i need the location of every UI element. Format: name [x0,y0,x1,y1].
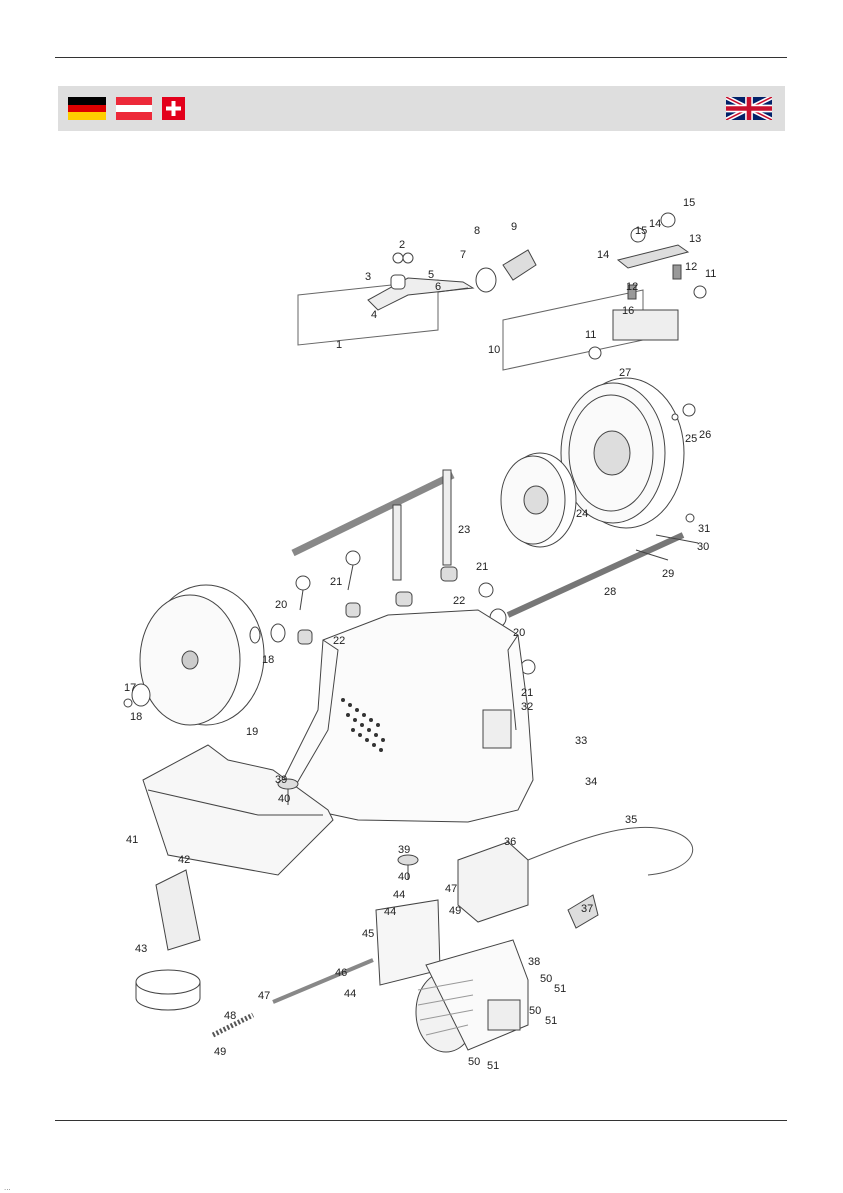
part-number: 39 [275,774,287,786]
part-number: 33 [575,735,587,747]
part-number: 7 [460,249,466,261]
part-number: 50 [468,1056,480,1068]
part-number: 26 [699,429,711,441]
part-number: 23 [458,524,470,536]
part-number: 46 [335,967,347,979]
part-number: 48 [224,1010,236,1022]
part-number: 20 [513,627,525,639]
part-number: 2 [399,239,405,251]
part-number: 44 [384,906,396,918]
part-number: 29 [662,568,674,580]
switzerland-flag-icon[interactable] [162,97,185,120]
part-number: 12 [685,261,697,273]
part-number: 15 [635,225,647,237]
part-number: 22 [453,595,465,607]
united-kingdom-flag-icon[interactable] [726,97,772,120]
part-number: 40 [398,871,410,883]
part-number: 51 [545,1015,557,1027]
part-number: 41 [126,834,138,846]
part-number: 50 [529,1005,541,1017]
part-number: 31 [698,523,710,535]
part-number: 25 [685,433,697,445]
part-number: 4 [371,309,377,321]
germany-flag-icon[interactable] [68,97,106,120]
part-number: 6 [435,281,441,293]
part-number: 47 [445,883,457,895]
part-number: 11 [705,268,716,280]
part-number: 22 [333,635,345,647]
top-rule [55,57,787,58]
part-number: 1 [336,339,342,351]
part-number: 30 [697,541,709,553]
part-number: 11 [585,329,596,341]
part-number: 36 [504,836,516,848]
part-number: 49 [214,1046,226,1058]
part-number: 13 [689,233,701,245]
part-number: 27 [619,367,631,379]
part-number: 28 [604,586,616,598]
language-flag-bar [58,86,785,131]
part-number: 19 [246,726,258,738]
part-number: 21 [521,687,533,699]
austria-flag-icon[interactable] [116,97,152,120]
bottom-rule [55,1120,787,1121]
part-number: 44 [344,988,356,1000]
part-number: 12 [626,281,638,293]
part-number: 10 [488,344,500,356]
part-number: 18 [130,711,142,723]
part-number: 21 [476,561,488,573]
part-number: 3 [365,271,371,283]
part-number: 47 [258,990,270,1002]
part-number: 44 [393,889,405,901]
part-number: 37 [581,903,593,915]
part-number: 40 [278,793,290,805]
part-number: 38 [528,956,540,968]
part-number: 50 [540,973,552,985]
part-number: 15 [683,197,695,209]
part-number: 43 [135,943,147,955]
exploded-parts-diagram: 1 2 3 4 5 6 7 8 9 10 11 11 12 12 13 14 1… [108,170,748,1090]
part-number: 8 [474,225,480,237]
part-number: 17 [124,682,136,694]
part-number: 5 [428,269,434,281]
part-number: 49 [449,905,461,917]
part-number: 21 [330,576,342,588]
part-number: 24 [576,508,588,520]
part-number: 9 [511,221,517,233]
parts-drawing: 1 2 3 4 5 6 7 8 9 10 11 11 12 12 13 14 1… [108,170,748,1090]
part-number: 35 [625,814,637,826]
footer-text: ... [4,1183,11,1192]
part-number: 34 [585,776,597,788]
part-number: 51 [487,1060,499,1072]
part-number: 32 [521,701,533,713]
part-number: 42 [178,854,190,866]
part-number: 16 [622,305,634,317]
part-number: 51 [554,983,566,995]
part-number: 18 [262,654,274,666]
part-number: 45 [362,928,374,940]
part-number: 14 [649,218,661,230]
part-number: 39 [398,844,410,856]
part-number: 14 [597,249,609,261]
part-number: 20 [275,599,287,611]
